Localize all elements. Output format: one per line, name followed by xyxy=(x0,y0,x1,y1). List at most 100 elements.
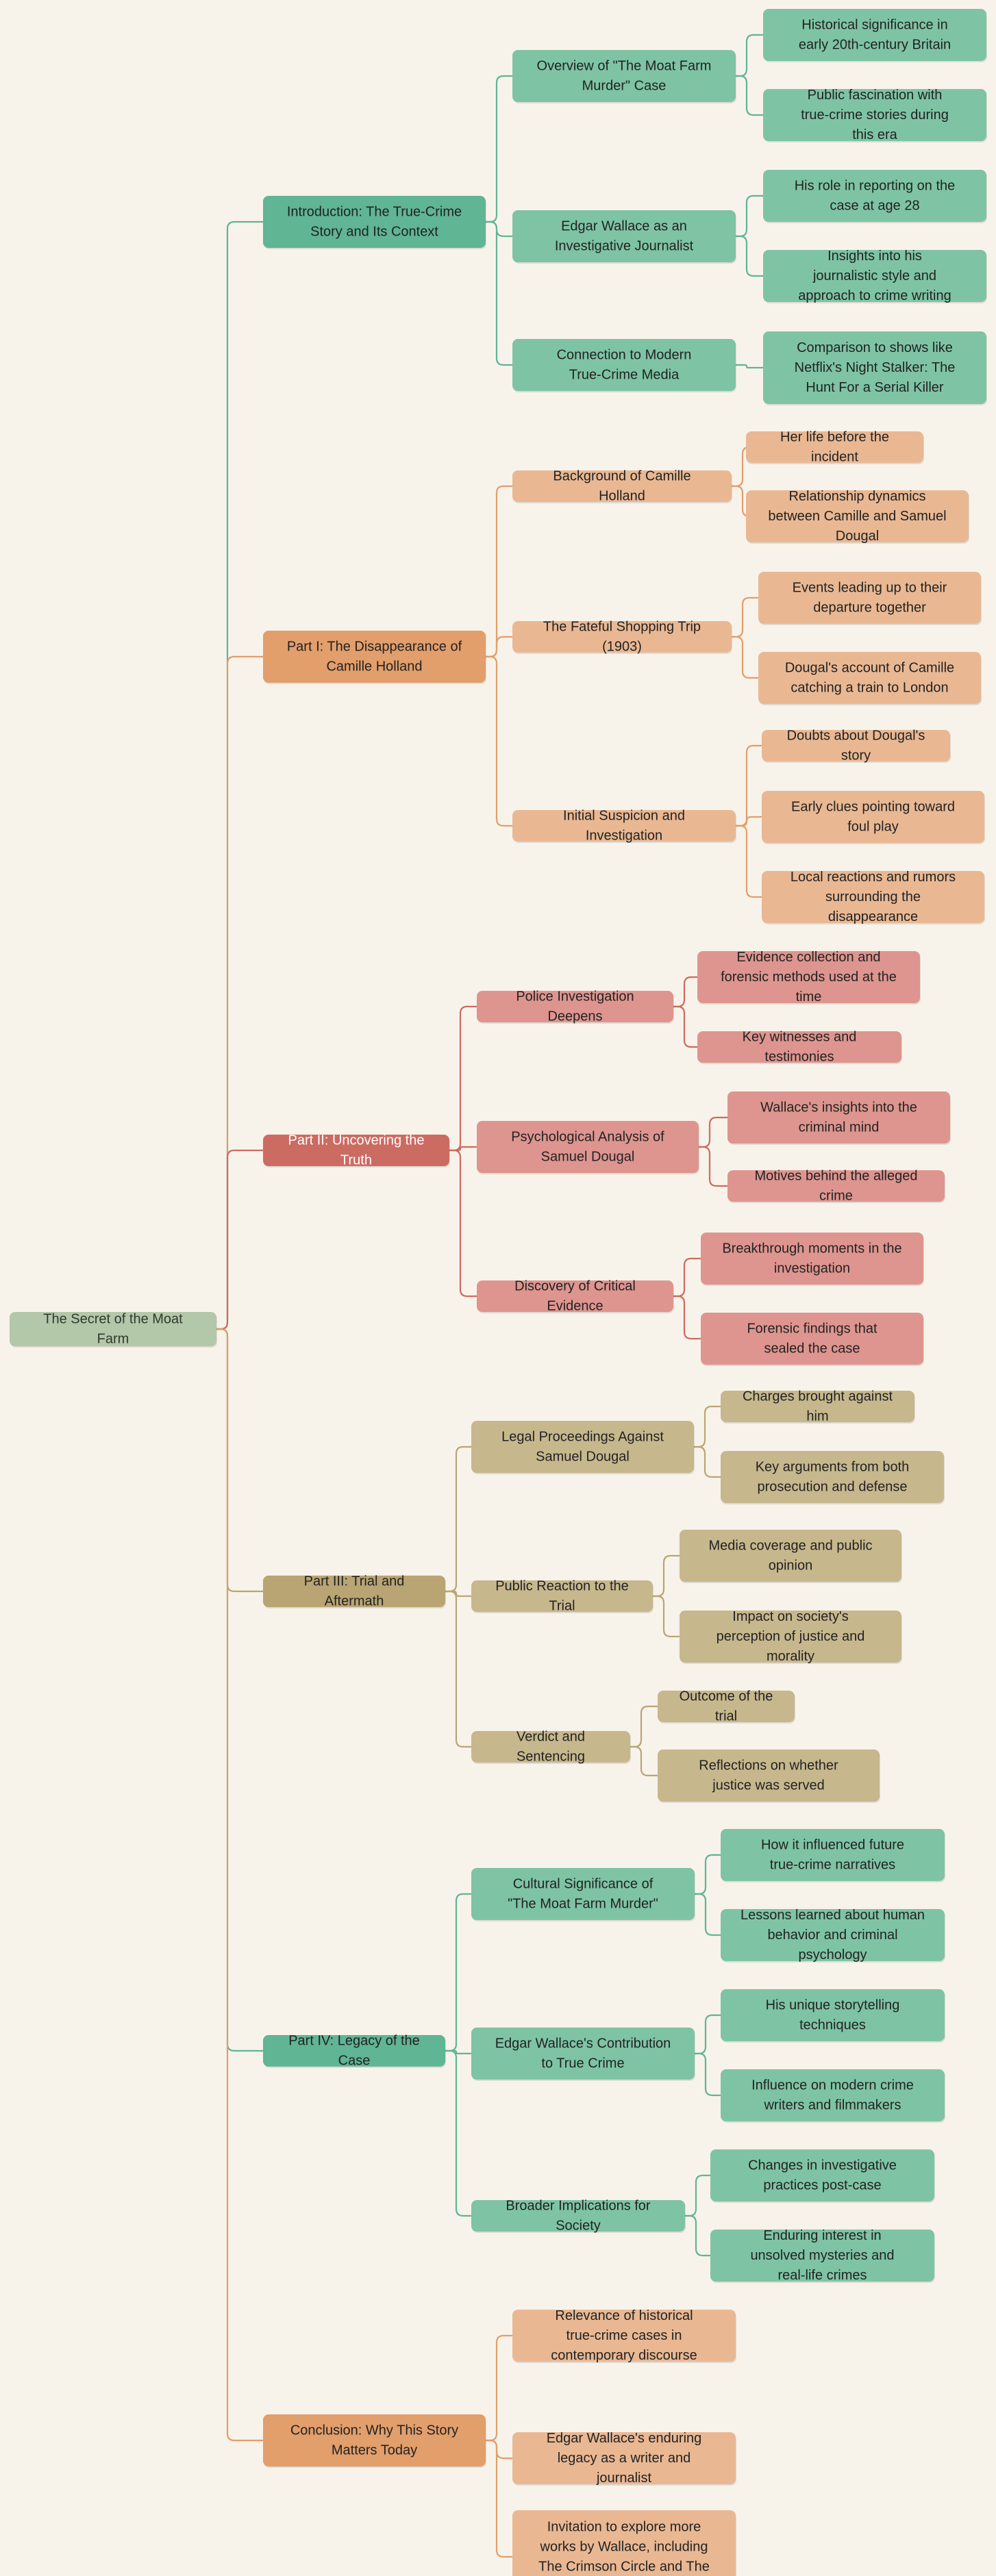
topic-node[interactable]: Cultural Significance of"The Moat Farm M… xyxy=(471,1868,695,1921)
node-box xyxy=(658,1691,795,1722)
connector-line xyxy=(673,1005,697,1048)
connector-line xyxy=(486,655,512,827)
connector-line xyxy=(695,1893,721,1936)
connector-line xyxy=(736,364,763,369)
node-box xyxy=(762,730,950,761)
node-box xyxy=(512,50,736,102)
node-box xyxy=(512,810,736,842)
connector-line xyxy=(736,235,763,277)
connector-line xyxy=(449,1149,477,1298)
connector-line xyxy=(736,816,762,827)
node-box xyxy=(477,1121,699,1173)
connector-line xyxy=(445,2049,471,2055)
node-box xyxy=(710,2230,934,2282)
connector-line xyxy=(699,1146,727,1187)
node-box xyxy=(721,1391,914,1422)
node-box xyxy=(762,791,984,843)
node-box xyxy=(263,196,486,248)
node-box xyxy=(512,2310,736,2362)
node-box xyxy=(471,2028,695,2080)
connector-line xyxy=(732,635,758,679)
node-box xyxy=(758,572,981,624)
node-box xyxy=(746,490,969,542)
node-box xyxy=(471,1731,630,1763)
topic-node[interactable]: The Fateful Shopping Trip(1903) xyxy=(512,620,732,655)
node-box xyxy=(710,2149,934,2201)
node-label: Cultural Significance of"The Moat Farm M… xyxy=(508,1877,658,1912)
node-box xyxy=(701,1233,923,1285)
node-box xyxy=(721,1989,945,2041)
node-box xyxy=(263,631,486,683)
node-box xyxy=(680,1530,901,1582)
connector-line xyxy=(736,824,762,898)
